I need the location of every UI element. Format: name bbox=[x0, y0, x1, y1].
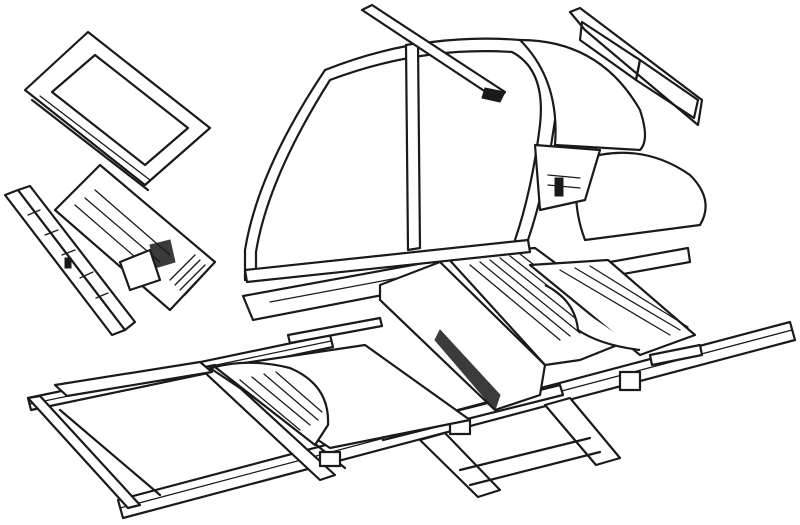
upper-body-shell bbox=[243, 3, 707, 284]
dashboard-panel bbox=[3, 184, 137, 337]
front-floor-section bbox=[53, 163, 217, 312]
floor-pan bbox=[208, 343, 472, 450]
rear-floor-assembly bbox=[241, 246, 704, 412]
windscreen-frame bbox=[23, 30, 212, 192]
rear-window-panel bbox=[568, 6, 704, 127]
